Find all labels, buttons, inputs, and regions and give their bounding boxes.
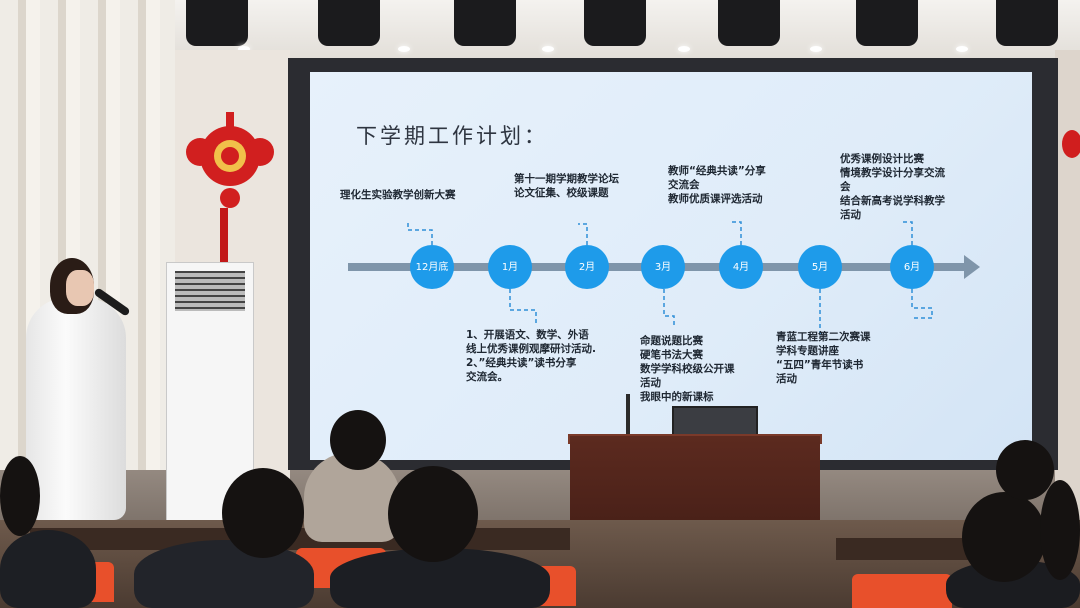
audience-head [962,492,1046,582]
ceiling-speaker [584,0,646,46]
ceiling-light [678,46,690,52]
white-coat [26,298,126,520]
timeline-node-jun: 6月 [890,245,934,289]
tripod-stand [626,394,630,436]
ceiling-speaker [856,0,918,46]
timeline-arrow-head [964,255,980,279]
ceiling-light [398,46,410,52]
connector-line [407,222,433,245]
connector-line [663,289,675,328]
air-conditioner [166,262,254,522]
event-label-jun: 优秀课例设计比赛 情境教学设计分享交流 会 结合新高考说学科教学 活动 [840,153,945,221]
connector-line [578,223,588,245]
event-label-feb: 第十一期学期教学论坛 论文征集、校级课题 [514,173,619,199]
timeline-node-feb: 2月 [565,245,609,289]
audience-head [1040,480,1080,580]
presentation-slide: 下学期工作计划： 12月底 1月 2月 3月 4月 5月 6月 理化生实验教学创… [310,72,1032,460]
presenter-face [66,270,94,306]
event-label-mar: 命题说题比赛 硬笔书法大赛 数学学科校级公开课 活动 我眼中的新课标 [640,335,735,403]
audience-head [996,440,1054,500]
wall [1055,50,1080,520]
event-label-may: 青蓝工程第二次赛课 学科专题讲座 “五四”青年节读书 活动 [776,331,871,385]
timeline-node-dec: 12月底 [410,245,454,289]
slide-title: 下学期工作计划： [356,124,548,148]
presenter [20,258,130,520]
connector-line [730,221,742,245]
knot-tassel [220,208,228,264]
ceiling-speaker [996,0,1058,46]
connector-line [509,289,537,324]
connector-line [900,221,913,245]
ceiling-speaker [186,0,248,46]
audience-member [134,540,314,608]
ceiling-light [238,46,250,52]
chinese-knot-decoration [186,112,274,208]
audience-head [222,468,304,558]
ac-grille [175,271,245,311]
red-chair [852,574,952,608]
chinese-knot-decoration [1062,130,1080,158]
desk [836,538,996,560]
event-label-dec: 理化生实验教学创新大赛 [340,189,456,201]
audience-head [330,410,386,470]
event-label-apr: 教师“经典共读”分享 交流会 教师优质课评选活动 [668,165,766,205]
ceiling-light [956,46,968,52]
ceiling-speaker [318,0,380,46]
timeline-node-mar: 3月 [641,245,685,289]
timeline-node-may: 5月 [798,245,842,289]
ceiling-speaker [454,0,516,46]
event-label-jan: 1、开展语文、数学、外语 线上优秀课例观摩研讨活动. 2、”经典共读”读书分享 … [466,329,596,383]
ceiling-light [542,46,554,52]
timeline-node-jan: 1月 [488,245,532,289]
ceiling-speaker [718,0,780,46]
audience-head [388,466,478,562]
timeline-node-apr: 4月 [719,245,763,289]
connector-line [911,289,933,319]
ceiling-light [810,46,822,52]
timeline-connectors [407,221,933,334]
audience-member [0,530,96,608]
audience-head [0,456,40,536]
